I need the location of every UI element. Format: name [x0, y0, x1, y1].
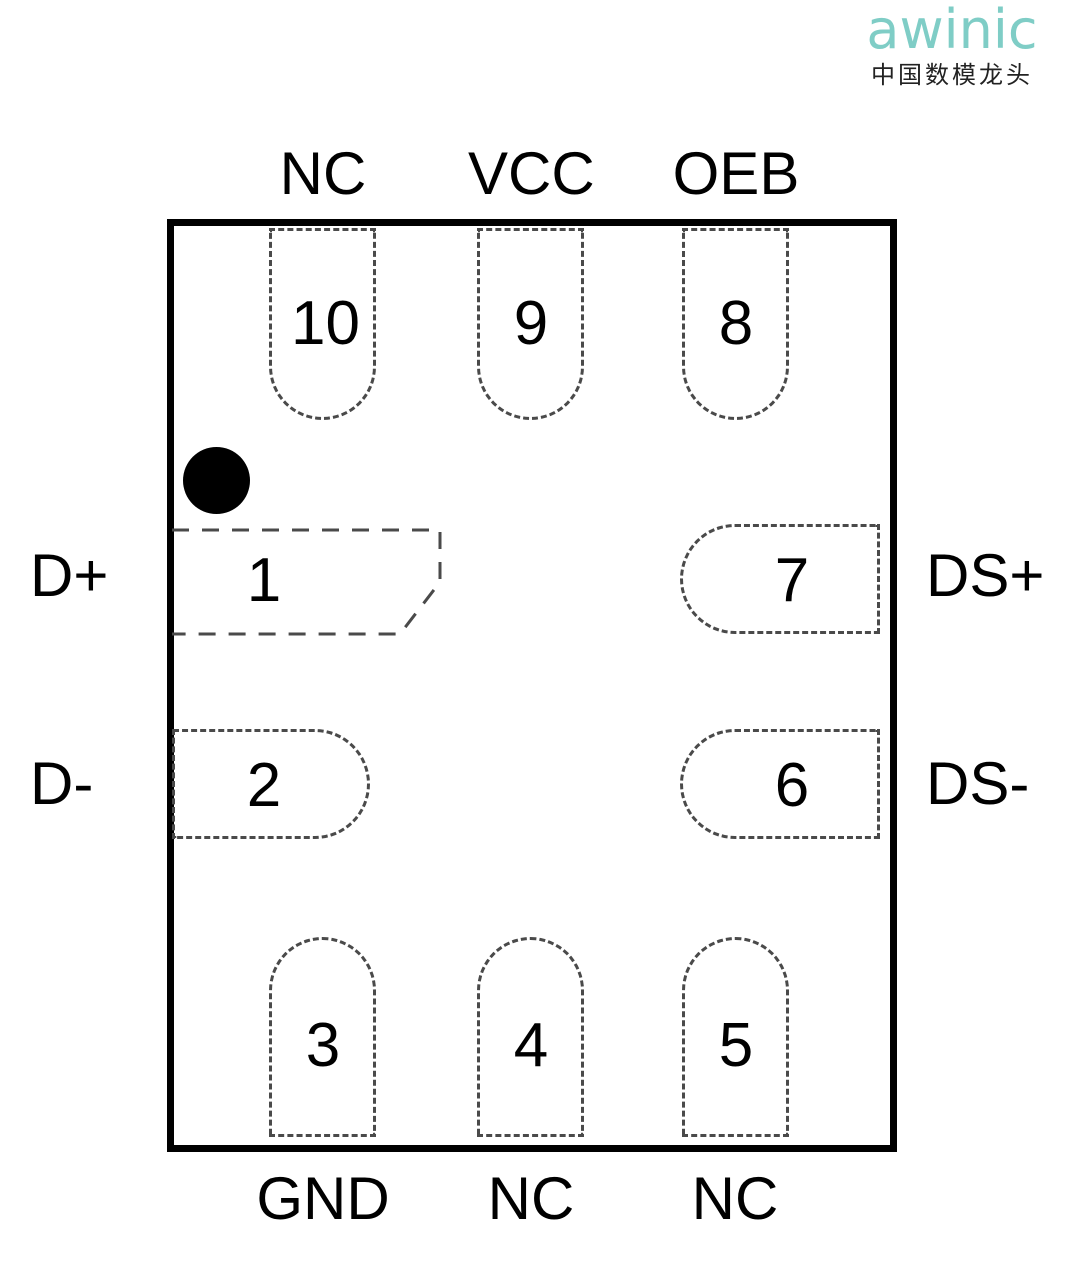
logo-wordmark: awinic	[866, 0, 1038, 61]
pad-number-10: 10	[291, 289, 360, 358]
logo-tagline: 中国数模龙头	[871, 61, 1033, 89]
pad-number-4: 4	[513, 1011, 549, 1080]
pin1-marker-dot	[183, 447, 250, 514]
pad-number-8: 8	[718, 289, 754, 358]
pin-label-right-dsminus: DS-	[926, 750, 1030, 817]
pad-pin-1	[172, 528, 442, 636]
pad-number-1: 1	[246, 546, 282, 615]
pad-pin-9	[477, 228, 584, 420]
pad-pin-3	[269, 937, 376, 1137]
pad-number-5: 5	[718, 1011, 754, 1080]
pin-label-top-vcc: VCC	[468, 140, 595, 207]
pin-label-bottom-nc-2: NC	[691, 1165, 779, 1232]
pad-pin-7	[680, 524, 880, 634]
pad-number-3: 3	[305, 1011, 341, 1080]
pad-pin-6	[680, 729, 880, 839]
pin-label-bottom-nc-1: NC	[487, 1165, 575, 1232]
pin-label-left-dminus: D-	[30, 750, 94, 817]
pad-pin-10	[269, 228, 376, 420]
pad-number-6: 6	[774, 751, 810, 820]
pad-pin-8	[682, 228, 789, 420]
awinic-logo: awinic 中国数模龙头	[832, 2, 1072, 90]
pad-number-9: 9	[513, 289, 549, 358]
package-body-outline	[167, 219, 897, 1152]
pad-number-7: 7	[774, 546, 810, 615]
pin-label-top-nc: NC	[279, 140, 367, 207]
pin-label-bottom-gnd: GND	[256, 1165, 390, 1232]
pad-pin-5	[682, 937, 789, 1137]
pad-number-2: 2	[246, 751, 282, 820]
pin-label-top-oeb: OEB	[672, 140, 800, 207]
pin-label-left-dplus: D+	[30, 542, 109, 609]
pin-label-right-dsplus: DS+	[926, 542, 1045, 609]
pad-pin-2	[172, 729, 370, 839]
pad-pin-4	[477, 937, 584, 1137]
